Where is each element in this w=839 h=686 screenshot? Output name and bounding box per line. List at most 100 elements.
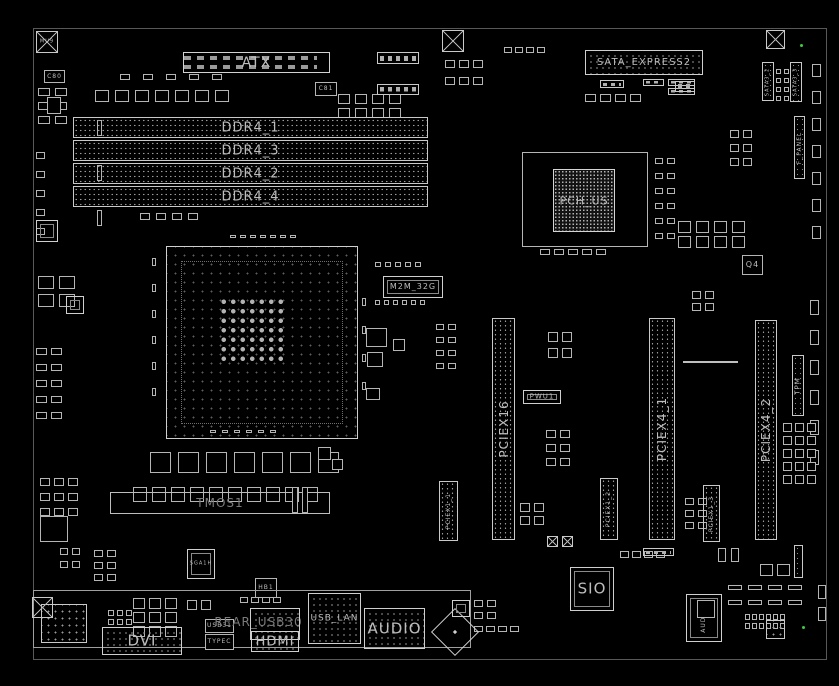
dvi-connector[interactable]: DVI: [102, 627, 182, 655]
hdmi-connector[interactable]: HDMI: [251, 631, 299, 652]
pin-header[interactable]: [675, 81, 695, 92]
smd-component: [165, 598, 177, 609]
q4-component[interactable]: Q4: [742, 255, 763, 275]
smd-component: [596, 249, 606, 255]
sata-express-connector[interactable]: SATA_EXPRESS2: [585, 50, 703, 75]
smd-component: [776, 96, 781, 101]
audio-codec-chip[interactable]: AUDIO1: [686, 594, 722, 642]
capacitor-c80-label: C80: [47, 72, 62, 80]
pcie-x1-2-slot[interactable]: PCIEX1_2: [600, 478, 618, 540]
pcie-x4-1-slot[interactable]: PCIEX4_1: [649, 318, 675, 540]
pcie-x4-2-slot[interactable]: PCIEX4_2: [755, 320, 777, 540]
sata3-2-connector[interactable]: SATA3_2: [762, 62, 774, 101]
smd-component: [448, 324, 456, 330]
smd-component: [752, 623, 757, 629]
smd-component: [667, 203, 675, 209]
typec-connector-label: TYPEC: [207, 638, 232, 645]
smd-component: [385, 262, 391, 267]
hb1-component[interactable]: HB1: [255, 578, 277, 598]
fan-header[interactable]: [377, 84, 419, 95]
front-panel-header-label: F_PANEL: [795, 131, 803, 164]
smd-component: [807, 423, 816, 432]
fan-header[interactable]: [377, 52, 419, 64]
super-io-chip-label: SIO: [577, 579, 607, 598]
pwu1-component[interactable]: PWU1: [523, 390, 561, 404]
smd-component: [812, 91, 821, 104]
smd-component: [178, 452, 199, 473]
smd-component: [189, 74, 199, 80]
usb31-connector[interactable]: USB31: [205, 619, 234, 633]
pcie-x16-slot[interactable]: PCIEX16: [492, 318, 515, 540]
smd-component: [384, 300, 389, 305]
smd-component: [126, 619, 132, 625]
sata-express-connector-label: SATA_EXPRESS2: [596, 56, 692, 68]
smd-component: [395, 262, 401, 267]
smd-component: [667, 158, 675, 164]
smd-component: [705, 291, 714, 299]
smd-component: [54, 478, 64, 486]
tpm-header[interactable]: TPM: [792, 355, 804, 416]
front-panel-header[interactable]: F_PANEL: [794, 116, 805, 179]
smd-component: [818, 585, 826, 599]
usb-lan-connector[interactable]: USB_LAN: [308, 593, 361, 644]
dimm-slot-ddr4-2[interactable]: DDR4_2: [73, 163, 428, 184]
dimm-slot-ddr4-1[interactable]: DDR4_1: [73, 117, 428, 138]
smd-component: [290, 452, 311, 473]
smd-component: [783, 436, 792, 445]
smd-component: [445, 60, 455, 68]
smd-component: [548, 348, 558, 358]
trace-line: [683, 361, 738, 363]
pin-header[interactable]: [643, 79, 664, 86]
capacitor-c80[interactable]: C80: [44, 70, 65, 83]
super-io-chip[interactable]: SIO: [570, 567, 614, 611]
smd-component: [810, 330, 819, 345]
smd-component: [776, 78, 781, 83]
pcie-x1-1-slot[interactable]: PCIEX1_1: [439, 481, 458, 541]
smd-component: [318, 447, 331, 460]
smd-component: [152, 388, 156, 396]
smd-component: [655, 233, 663, 239]
dimm-slot-ddr4-3[interactable]: DDR4_3: [73, 140, 428, 161]
smd-component: [36, 348, 47, 355]
smd-component: [812, 118, 821, 131]
smd-component: [366, 388, 380, 400]
smd-component: [94, 550, 103, 557]
usb3-front-header[interactable]: [600, 80, 624, 88]
vrm-mosfet-zone[interactable]: TMOS1: [110, 492, 330, 514]
smd-component: [752, 614, 757, 620]
pcie-x1-3-slot[interactable]: PCIEX1_3: [703, 485, 720, 542]
sata3-3-connector[interactable]: SATA3_3: [790, 62, 802, 102]
smd-component: [420, 300, 425, 305]
m2-connector[interactable]: M2M_32G: [383, 276, 443, 298]
pin-header[interactable]: [794, 545, 803, 578]
smd-component: [448, 350, 456, 356]
smd-component: [152, 258, 156, 266]
smd-component: [107, 574, 116, 581]
smd-component: [338, 94, 350, 104]
capacitor-c81[interactable]: C81: [315, 82, 337, 96]
smd-component: [195, 90, 209, 102]
smd-component: [730, 130, 739, 138]
atx-power-connector[interactable]: ATX: [183, 52, 330, 73]
smd-component: [250, 235, 256, 238]
audio-connector[interactable]: AUDIO: [364, 608, 425, 649]
smd-component: [776, 69, 781, 74]
smd-component: [540, 249, 550, 255]
smd-component: [94, 562, 103, 569]
sga1h-chip[interactable]: SGA1H: [187, 549, 215, 579]
smd-component: [375, 262, 381, 267]
pin-header[interactable]: [643, 548, 674, 556]
smd-component: [655, 218, 663, 224]
smd-component: [40, 516, 68, 542]
mounting-hole-label: MU9: [39, 38, 55, 45]
board-outline: [33, 28, 827, 660]
smd-component: [166, 74, 176, 80]
smd-component: [375, 300, 380, 305]
mounting-hole: [442, 30, 464, 52]
smd-component: [59, 276, 75, 289]
typec-connector[interactable]: TYPEC: [205, 634, 234, 650]
smd-component: [667, 173, 675, 179]
dimm-slot-ddr4-4[interactable]: DDR4_4: [73, 186, 428, 207]
pch-chipset-bga[interactable]: PCH_US: [553, 169, 615, 232]
smd-component: [108, 619, 114, 625]
